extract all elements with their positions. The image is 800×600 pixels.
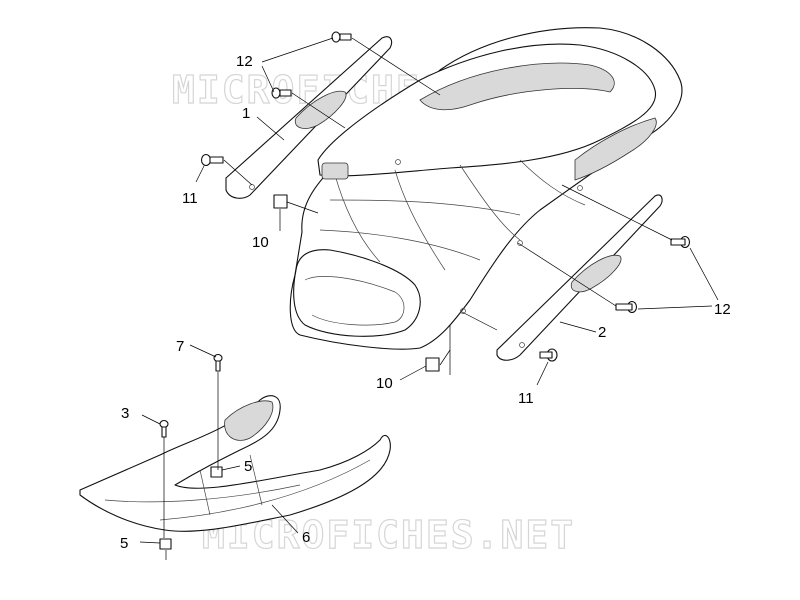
screw-12-left <box>271 87 292 99</box>
callout-11-left: 11 <box>182 190 198 207</box>
rear-body-cowl <box>289 27 683 350</box>
leader-lines <box>139 37 719 560</box>
callout-1: 1 <box>242 105 250 122</box>
screw-12-right-b <box>615 300 638 314</box>
callouts: 12 1 11 10 12 2 10 11 7 3 5 5 6 <box>120 53 731 552</box>
callout-5-lower: 5 <box>120 535 128 552</box>
screw-3 <box>159 419 169 438</box>
callout-10-lower: 10 <box>376 375 393 392</box>
callout-3: 3 <box>121 405 129 422</box>
callout-12-upper: 12 <box>236 53 253 70</box>
callout-6: 6 <box>302 529 310 546</box>
tail-light-connector <box>321 162 349 180</box>
callout-5-upper: 5 <box>244 458 252 475</box>
callout-11-right: 11 <box>518 390 534 407</box>
screw-12-top <box>331 31 352 43</box>
callout-7: 7 <box>176 338 184 355</box>
screw-11-right <box>539 348 558 362</box>
callout-10-upper: 10 <box>252 234 269 251</box>
callout-12-right: 12 <box>714 301 731 318</box>
screw-7 <box>213 353 223 372</box>
side-trim-left <box>225 36 393 199</box>
callout-2: 2 <box>598 324 606 341</box>
clip-10-lower <box>425 357 440 372</box>
under-tray <box>79 395 391 532</box>
screws <box>159 31 691 438</box>
clips <box>159 194 440 550</box>
side-trim-right <box>496 194 663 361</box>
screw-12-right-a <box>670 235 691 249</box>
clip-5-upper <box>210 466 223 478</box>
clip-5-lower <box>159 538 172 550</box>
clip-10-upper <box>273 194 288 209</box>
screw-11-left <box>200 153 224 167</box>
